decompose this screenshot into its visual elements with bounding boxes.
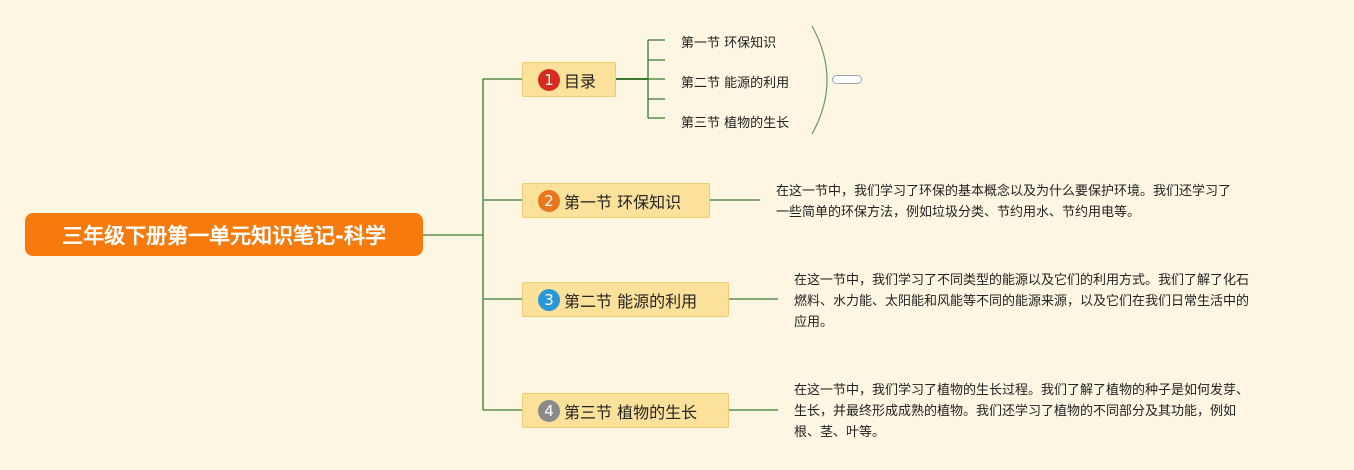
description-line: 在这一节中，我们学习了环保的基本概念以及为什么要保护环境。我们还学习了 xyxy=(776,184,1232,199)
branch-toc[interactable]: 1 目录 xyxy=(522,62,616,97)
description-line: 燃料、水力能、太阳能和风能等不同的能源来源，以及它们在我们日常生活中的 xyxy=(794,294,1250,309)
toc-item-1[interactable]: 第一节 环保知识 xyxy=(681,36,777,51)
toc-item-2[interactable]: 第二节 能源的利用 xyxy=(681,76,790,91)
branch-label: 第二节 能源的利用 xyxy=(564,291,698,311)
summary-topic[interactable] xyxy=(832,75,862,84)
root-topic-label: 三年级下册第一单元知识笔记-科学 xyxy=(62,223,386,248)
number-badge-3: 3 xyxy=(538,288,560,311)
description-section-1[interactable]: 在这一节中，我们学习了环保的基本概念以及为什么要保护环境。我们还学习了 一些简单… xyxy=(776,181,1296,223)
summary-brace xyxy=(811,25,828,135)
description-line: 在这一节中，我们学习了不同类型的能源以及它们的利用方式。我们了解了化石 xyxy=(794,273,1250,288)
description-line: 在这一节中，我们学习了植物的生长过程。我们了解了植物的种子是如何发芽、 xyxy=(794,383,1250,398)
root-topic[interactable]: 三年级下册第一单元知识笔记-科学 xyxy=(25,213,423,256)
branch-section-3[interactable]: 4 第三节 植物的生长 xyxy=(522,393,729,428)
branch-label: 目录 xyxy=(564,71,597,91)
description-line: 生长，并最终形成成熟的植物。我们还学习了植物的不同部分及其功能，例如 xyxy=(794,404,1237,419)
description-section-3[interactable]: 在这一节中，我们学习了植物的生长过程。我们了解了植物的种子是如何发芽、 生长，并… xyxy=(794,380,1314,443)
number-badge-1: 1 xyxy=(538,68,560,91)
branch-section-1[interactable]: 2 第一节 环保知识 xyxy=(522,183,710,218)
branch-label: 第三节 植物的生长 xyxy=(564,402,698,422)
branch-label: 第一节 环保知识 xyxy=(564,192,682,212)
description-line: 一些简单的环保方法，例如垃圾分类、节约用水、节约用电等。 xyxy=(776,205,1141,220)
branch-section-2[interactable]: 3 第二节 能源的利用 xyxy=(522,282,729,317)
description-section-2[interactable]: 在这一节中，我们学习了不同类型的能源以及它们的利用方式。我们了解了化石 燃料、水… xyxy=(794,270,1314,333)
description-line: 根、茎、叶等。 xyxy=(794,425,886,440)
toc-item-3[interactable]: 第三节 植物的生长 xyxy=(681,116,790,131)
description-line: 应用。 xyxy=(794,315,834,330)
number-badge-4: 4 xyxy=(538,399,560,422)
number-badge-2: 2 xyxy=(538,189,560,212)
